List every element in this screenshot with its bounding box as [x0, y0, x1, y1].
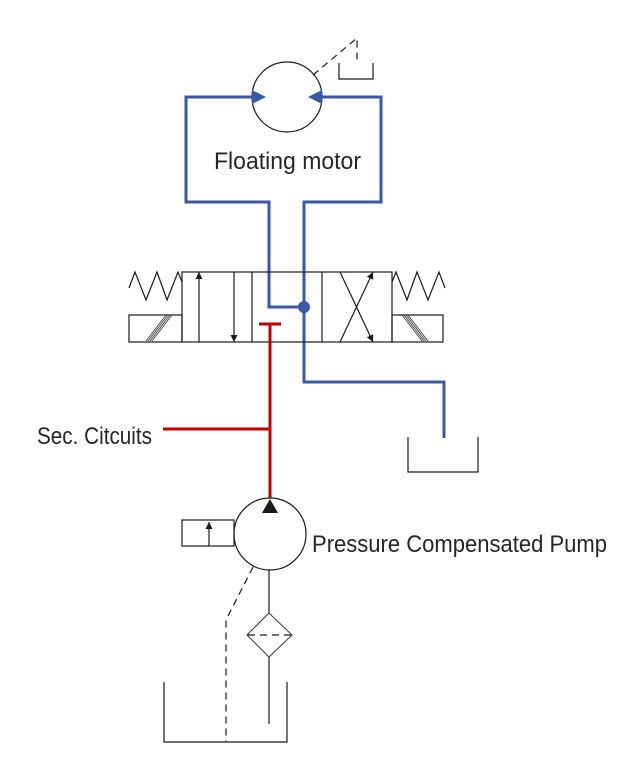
junction-dot — [298, 301, 310, 313]
floating-motor — [251, 61, 323, 133]
pump-drain-line — [225, 566, 254, 742]
pump-label: Pressure Compensated Pump — [312, 531, 607, 558]
motor-drain-tank — [338, 63, 374, 80]
work-line-a — [184, 95, 304, 309]
pressure-compensator — [181, 519, 235, 547]
right-solenoid-coil-icon — [401, 314, 429, 342]
pump-outlet-triangle-icon — [262, 499, 278, 513]
return-tank — [407, 437, 479, 473]
motor-label: Floating motor — [214, 148, 361, 175]
motor-inlet-triangle-right-icon — [308, 90, 322, 104]
reservoir-tank — [163, 682, 288, 743]
pump — [181, 497, 307, 571]
motor-inlet-triangle-left-icon — [252, 90, 266, 104]
right-spring-icon — [391, 270, 446, 302]
right-solenoid — [391, 314, 444, 343]
directional-valve — [128, 270, 446, 343]
work-line-b — [302, 95, 446, 438]
left-solenoid-coil-icon — [145, 314, 173, 342]
suction-filter — [246, 612, 293, 658]
left-spring-icon — [128, 270, 183, 302]
motor-drain-line — [312, 36, 358, 76]
cross-arrow-up-icon — [339, 271, 374, 343]
secondary-circuits-label: Sec. Citcuits — [37, 423, 152, 450]
valve-body — [181, 271, 393, 343]
